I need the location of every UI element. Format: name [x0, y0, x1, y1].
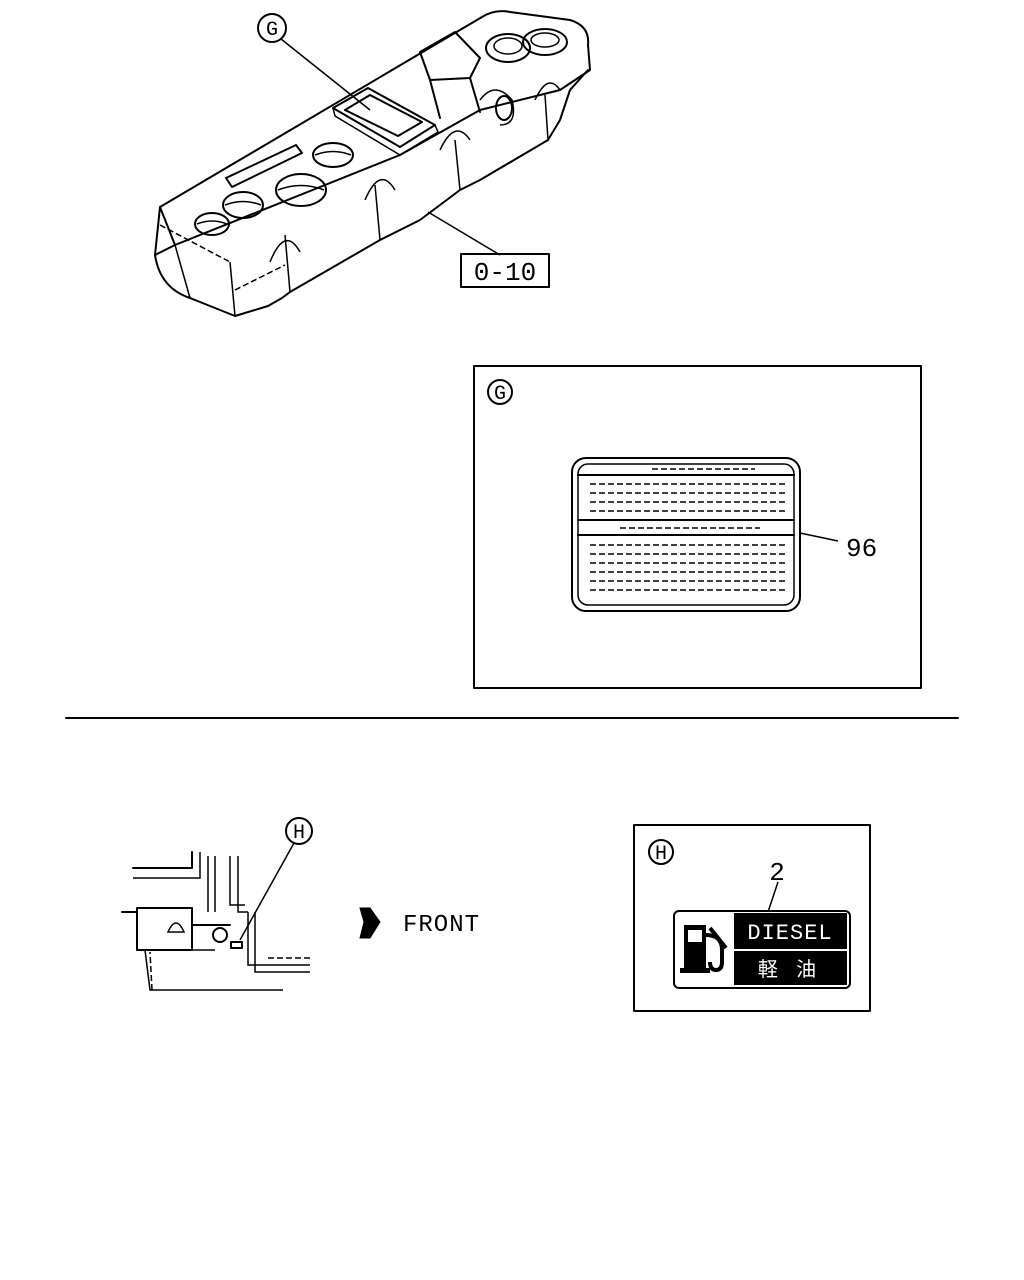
callout-g-top: G: [257, 13, 371, 111]
part-label-96: 96: [846, 534, 877, 564]
detail-h-letter: H: [655, 843, 667, 866]
keiyu-label-bg: [734, 951, 847, 985]
callout-g-letter: G: [266, 19, 278, 42]
front-label: FRONT: [403, 912, 480, 939]
front-arrow-icon: [359, 907, 381, 939]
detail-g-letter: G: [494, 383, 506, 406]
location-h-drawing: [121, 851, 310, 991]
leader-line-96: [799, 532, 839, 542]
reference-label: 0-10: [474, 258, 536, 288]
diesel-label-bg: [734, 913, 847, 949]
leader-line-h: [239, 842, 295, 941]
leader-line-2: [767, 881, 779, 913]
callout-h-location: H: [239, 817, 313, 941]
diesel-label: DIESEL: [747, 921, 832, 946]
part-label-2: 2: [769, 858, 785, 888]
reference-box: 0-10: [427, 211, 550, 288]
leader-line-g: [280, 38, 371, 111]
detail-g-panel: G 96: [473, 365, 922, 689]
decal-diesel: DIESEL 軽 油: [673, 910, 851, 989]
front-indicator: FRONT: [359, 907, 480, 939]
callout-h-letter: H: [293, 822, 305, 845]
decal-96: [571, 457, 801, 612]
keiyu-label: 軽 油: [758, 957, 822, 981]
leader-line-ref: [427, 211, 501, 256]
fuel-tank-drawing: [154, 10, 591, 317]
detail-h-panel: H 2 DIESEL 軽 油: [633, 824, 871, 1012]
fuel-pump-icon: [680, 925, 728, 973]
